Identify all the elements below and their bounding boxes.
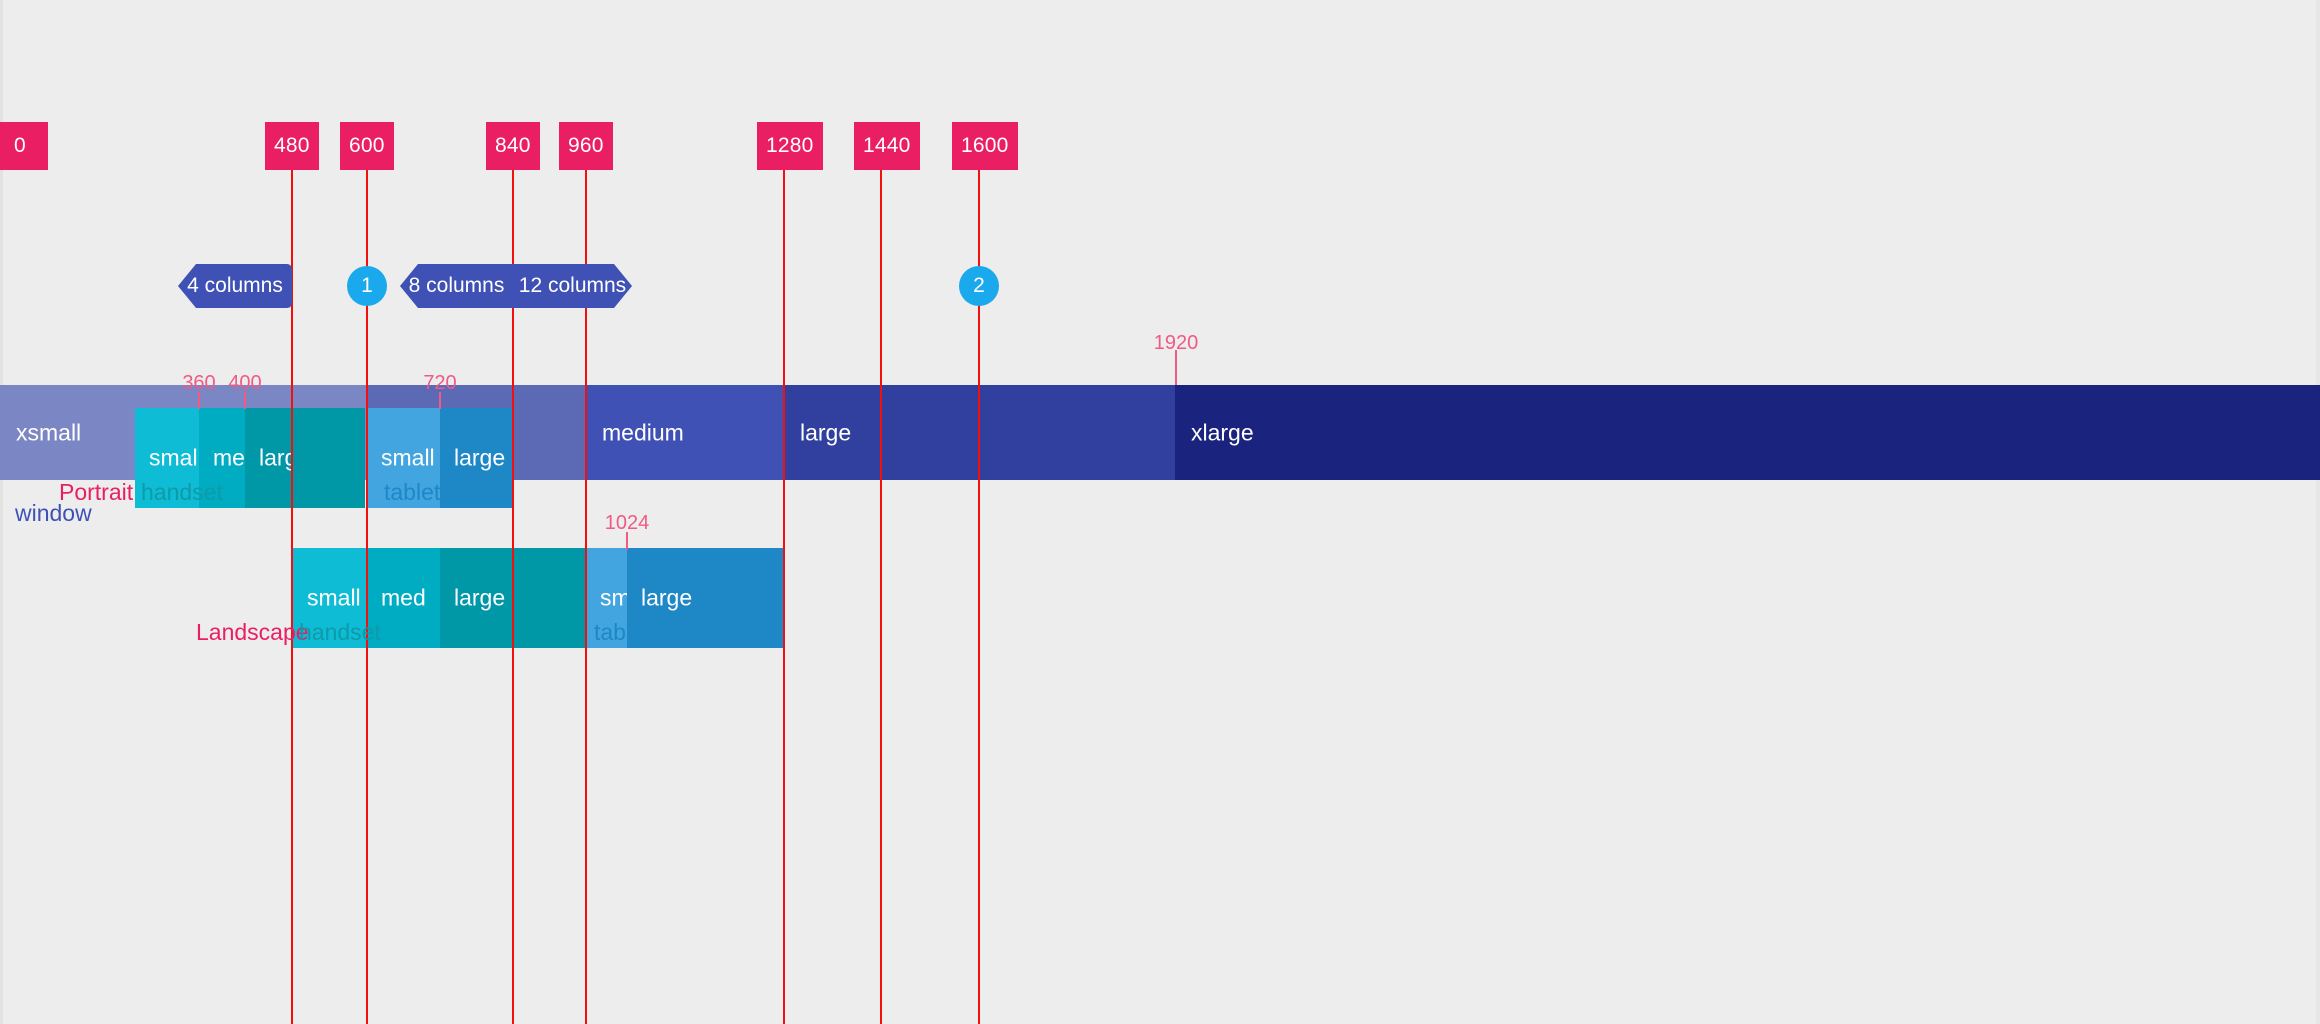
device-group-label-handset: handset — [299, 619, 381, 645]
device-segment-label: large — [641, 584, 693, 611]
soft-marker-label-1920: 1920 — [1153, 332, 1199, 354]
breakpoint-line-1600 — [978, 169, 980, 1024]
window-class-label: large — [800, 419, 852, 445]
device-segment-label: sm — [600, 584, 631, 611]
soft-marker-tick-1024 — [626, 532, 628, 550]
breakpoint-line-1280 — [783, 169, 785, 1024]
device-segment-label: large — [454, 444, 506, 471]
column-band-12-columns[interactable]: 12 columns — [513, 264, 632, 308]
number-dot-2[interactable]: 2 — [959, 266, 999, 306]
breakpoint-line-960 — [585, 169, 587, 1024]
device-segment — [293, 408, 365, 508]
device-segment — [513, 548, 586, 648]
soft-marker-tick-400 — [244, 392, 246, 409]
device-bar-portrait-tablet: small large — [367, 408, 513, 508]
soft-marker-label-720: 720 — [423, 372, 457, 394]
orientation-label-portrait: Portrait — [59, 479, 134, 505]
device-segment-small: small — [135, 408, 203, 508]
device-group-label-tablet: tablet — [594, 619, 651, 645]
device-segment-large: large — [627, 548, 784, 648]
device-segment-label: small — [149, 444, 203, 471]
device-bar-landscape-handset: small med large — [293, 548, 586, 648]
device-segment-sm: sm — [586, 548, 631, 648]
device-segment-label: small — [381, 444, 435, 471]
breakpoint-chip-1600[interactable]: 1600 — [952, 122, 1018, 170]
device-segment-large: large — [245, 408, 310, 508]
window-size-band: xsmall small medium large xlarge — [0, 385, 2320, 480]
device-segment-label: small — [307, 584, 361, 611]
device-group-label-handset: handset — [141, 479, 223, 505]
column-band-8-columns[interactable]: 8 columns — [400, 264, 513, 308]
device-segment-label: large — [454, 584, 506, 611]
window-class-medium: medium — [586, 385, 784, 480]
number-dot-1[interactable]: 1 — [347, 266, 387, 306]
breakpoint-chip-1440[interactable]: 1440 — [854, 122, 920, 170]
window-class-label: xsmall — [16, 419, 82, 445]
device-segment-large: large — [440, 408, 513, 508]
breakpoint-chip-960[interactable]: 960 — [559, 122, 613, 170]
device-segment-med: med — [367, 548, 440, 648]
soft-marker-label-360: 360 — [182, 372, 216, 394]
window-class-xlarge: xlarge — [1175, 385, 2320, 480]
soft-marker-tick-720 — [439, 392, 441, 409]
soft-marker-tick-360 — [198, 392, 200, 409]
orientation-label-landscape: Landscape — [196, 619, 309, 645]
device-segment-label: med — [381, 584, 426, 611]
device-group-label-tablet: tablet — [384, 479, 441, 505]
breakpoint-line-840 — [512, 169, 514, 1024]
breakpoint-chip-600[interactable]: 600 — [340, 122, 394, 170]
window-class-label: xlarge — [1191, 419, 1254, 445]
soft-marker-label-1024: 1024 — [604, 512, 650, 534]
device-segment-med: med — [199, 408, 258, 508]
column-band-4-columns[interactable]: 4 columns — [178, 264, 292, 308]
device-segment-small: small — [367, 408, 440, 508]
breakpoint-chip-840[interactable]: 840 — [486, 122, 540, 170]
breakpoint-line-480 — [291, 169, 293, 1024]
soft-marker-label-400: 400 — [228, 372, 262, 394]
device-segment-large: large — [440, 548, 513, 648]
device-segment-small: small — [293, 548, 367, 648]
left-gutter — [0, 0, 3, 1024]
window-class-label: medium — [602, 419, 684, 445]
breakpoint-line-600 — [366, 169, 368, 1024]
breakpoint-chip-480[interactable]: 480 — [265, 122, 319, 170]
breakpoint-line-1440 — [880, 169, 882, 1024]
breakpoint-chip-0[interactable]: 0 — [0, 122, 48, 170]
breakpoint-chip-1280[interactable]: 1280 — [757, 122, 823, 170]
window-axis-label: window — [15, 500, 92, 526]
soft-marker-tick-1920 — [1175, 350, 1177, 385]
right-gutter — [2316, 0, 2320, 1024]
